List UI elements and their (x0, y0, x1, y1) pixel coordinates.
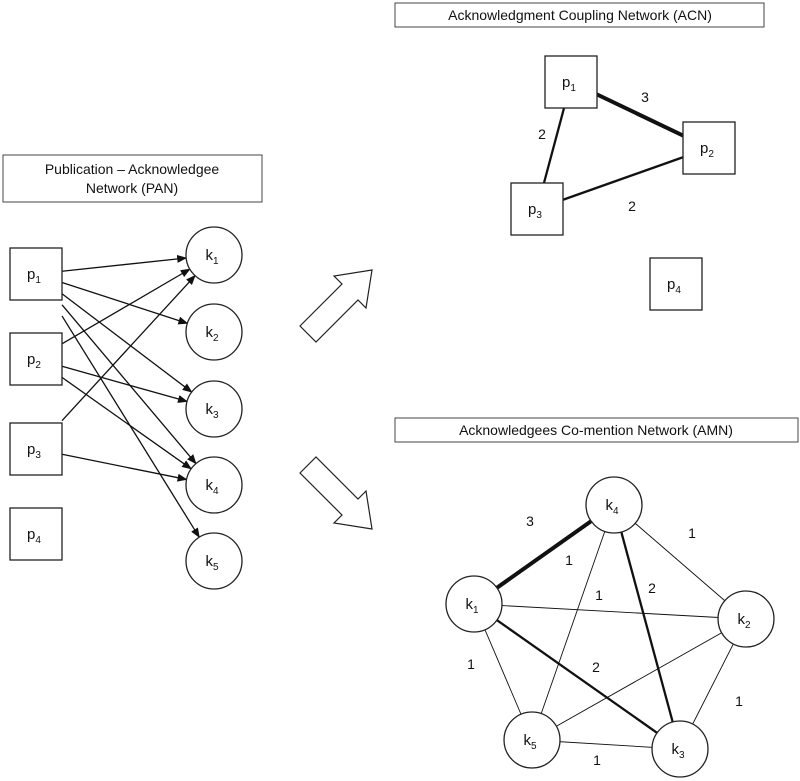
acn-node-p1: p1 (544, 55, 598, 109)
pan-node-label-k2-sub: 2 (213, 333, 219, 344)
amn-edge-weight-k5-k3: 1 (593, 752, 601, 768)
amn-node-label-k4-sub: 4 (613, 506, 619, 517)
amn-node-label-k5-sub: 5 (531, 741, 537, 752)
amn-node-label-k1-sub: 1 (473, 605, 479, 616)
amn-node-label-k2-sub: 2 (745, 620, 751, 631)
amn-edge-k4-k3 (612, 504, 682, 750)
amn-title: Acknowledgees Co-mention Network (AMN) (394, 417, 799, 443)
pan-node-label-k4-sub: 4 (213, 486, 219, 497)
acn-node-p4: p4 (649, 257, 703, 311)
amn-node-label-k3-sub: 3 (679, 750, 685, 761)
amn-node-k4: k4 (585, 476, 643, 534)
acn-node-label-p3-sub: 3 (536, 210, 542, 221)
node-layer: p1 p2 p3 p4 k1 k2 k3 k4 k5 p1 p2 p3 p4 k1 k2 k3 k4 k5 (9, 55, 775, 778)
amn-node-k3: k3 (651, 720, 709, 778)
amn-title-text: Acknowledgees Co-mention Network (AMN) (459, 422, 733, 438)
amn-edge-weight-k4-k2: 1 (688, 525, 696, 541)
pan-edge-p1-k3 (61, 293, 193, 393)
amn-edge-weight-k2-k3: 1 (735, 693, 743, 709)
pan-node-label-p2-sub: 2 (35, 360, 41, 371)
acn-node-p3: p3 (510, 182, 564, 236)
pan-node-k2: k2 (185, 303, 243, 361)
pan-node-p1: p1 (9, 247, 63, 301)
amn-edge-k4-k2 (613, 504, 747, 620)
amn-edge-weight-k4-k3: 2 (648, 580, 656, 596)
amn-edge-k4-k5 (531, 504, 615, 741)
pan-title-line2: Network (PAN) (86, 180, 178, 196)
pan-node-label-p4-sub: 4 (35, 535, 41, 546)
amn-node-k1: k1 (445, 575, 503, 633)
pan-edge-p2-k3 (61, 365, 189, 403)
acn-edge-weight-p1-p3: 2 (538, 126, 546, 142)
pan-title: Publication – Acknowledgee Network (PAN) (2, 154, 263, 203)
amn-edge-weight-k1-k3: 2 (592, 659, 600, 675)
pan-node-k5: k5 (185, 532, 243, 590)
acn-node-label-p2-sub: 2 (708, 149, 714, 160)
pan-edge-p3-k1 (61, 274, 196, 422)
pan-node-label-p1-sub: 1 (35, 275, 41, 286)
amn-edge-weight-k1-k4: 3 (526, 513, 534, 529)
pan-edge-p1-k4 (61, 304, 197, 465)
acn-edge-p3-p2 (536, 146, 710, 211)
pan-title-line1: Publication – Acknowledgee (45, 161, 220, 177)
pan-node-label-k5-sub: 5 (213, 562, 219, 573)
pan-edge-p1-k1 (61, 254, 188, 272)
acn-title-text: Acknowledgment Coupling Network (ACN) (448, 7, 712, 23)
amn-edge-k5-k2 (531, 618, 747, 741)
pan-edge-p3-k4 (61, 453, 188, 482)
pan-edge-p2-k4 (61, 376, 192, 470)
amn-edge-k1-k3 (473, 603, 681, 750)
acn-edge-weight-p3-p2: 2 (628, 198, 636, 214)
arrow-to-amn-icon (299, 456, 373, 530)
amn-node-k5: k5 (503, 711, 561, 769)
acn-node-label-p4-sub: 4 (675, 285, 681, 296)
pan-edge-p1-k2 (61, 281, 189, 325)
pan-node-p3: p3 (9, 422, 63, 476)
pan-node-k3: k3 (185, 380, 243, 438)
amn-edge-weight-k1-k5: 1 (467, 656, 475, 672)
amn-edge-k1-k2 (473, 603, 747, 620)
amn-node-k2: k2 (717, 590, 775, 648)
pan-node-label-k3-sub: 3 (213, 410, 219, 421)
pan-edge-p2-k1 (61, 268, 191, 345)
amn-edge-weight-k1-k2: 1 (595, 587, 603, 603)
acn-node-label-p1-sub: 1 (570, 83, 576, 94)
acn-node-p2: p2 (682, 121, 736, 175)
acn-edge-weight-p1-p2: 3 (641, 89, 649, 105)
pan-node-k1: k1 (185, 226, 243, 284)
pan-node-label-k1-sub: 1 (213, 256, 219, 267)
pan-node-p2: p2 (9, 332, 63, 386)
acn-title: Acknowledgment Coupling Network (ACN) (394, 2, 765, 28)
pan-node-k4: k4 (185, 456, 243, 514)
arrow-to-acn-icon (299, 269, 373, 343)
pan-node-p4: p4 (9, 507, 63, 561)
amn-edge-weight-k4-k5: 1 (565, 552, 573, 568)
pan-node-label-p3-sub: 3 (35, 450, 41, 461)
